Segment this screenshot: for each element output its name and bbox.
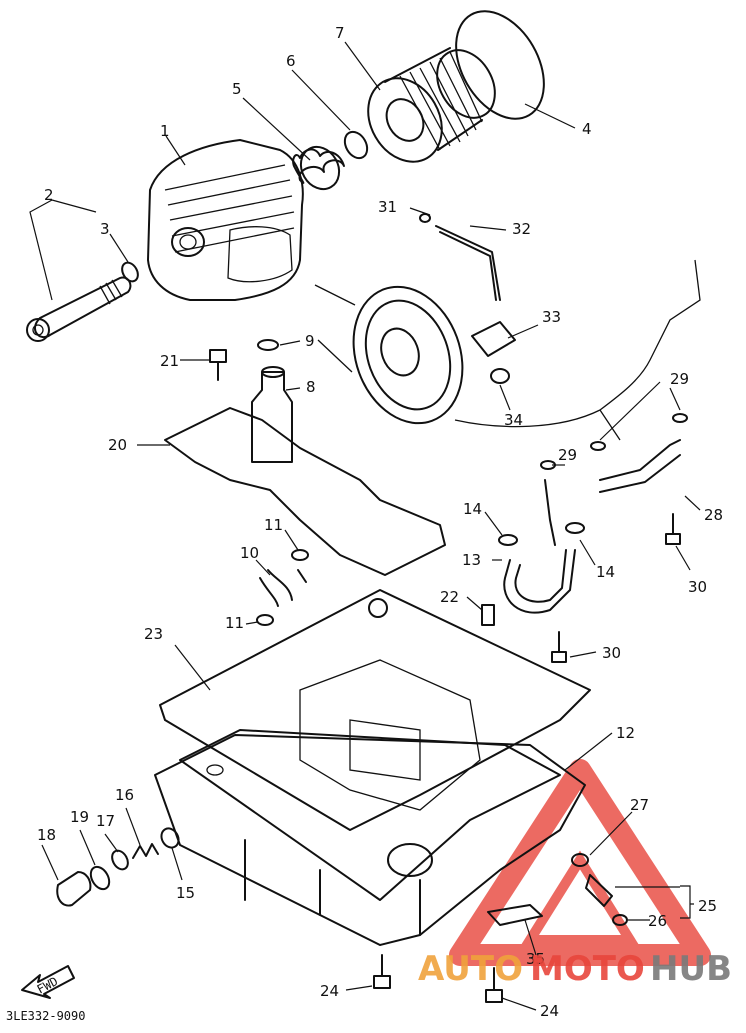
bolt-24b: [485, 967, 503, 1003]
o-ring-29b: [590, 441, 606, 451]
union-bolt: [26, 276, 132, 342]
damper-33: [471, 321, 516, 357]
callout-17: 17: [96, 812, 115, 830]
washer-6: [343, 130, 369, 160]
callout-16: 16: [115, 786, 134, 804]
oil-strainer: [314, 284, 464, 425]
callout-22: 22: [440, 588, 459, 606]
callout-35: 35: [526, 950, 545, 968]
oil-hose-10: [259, 569, 307, 607]
callout-33: 33: [542, 308, 561, 326]
o-ring-9: [257, 339, 279, 351]
bracket-35: [487, 904, 543, 926]
callout-26: 26: [648, 912, 667, 930]
spring: [292, 145, 345, 191]
watermark-part1: AUTO: [418, 949, 523, 989]
oil-pipe-32: [435, 225, 501, 301]
o-ring-31: [419, 213, 431, 223]
watermark-part3: HUB: [650, 949, 732, 989]
oil-pipe-13: [503, 549, 576, 614]
callout-8: 8: [306, 378, 316, 396]
callout-29b: 29: [558, 446, 577, 464]
bolt-21: [209, 349, 227, 381]
bolt-30a: [665, 513, 681, 545]
filter-15: [160, 827, 180, 849]
callout-27: 27: [630, 796, 649, 814]
callout-14b: 14: [596, 563, 615, 581]
oil-level-switch: [571, 853, 628, 926]
callout-9: 9: [305, 332, 315, 350]
oil-pipe-28: [544, 439, 681, 546]
callout-12: 12: [616, 724, 635, 742]
leader-lines: [29, 41, 701, 1011]
bolt-24a: [373, 954, 391, 989]
callout-6: 6: [286, 52, 296, 70]
callout-1: 1: [160, 122, 170, 140]
callout-4: 4: [582, 120, 592, 138]
gasket-20: [164, 407, 446, 576]
callout-31: 31: [378, 198, 397, 216]
drain-plug-18: [56, 871, 92, 907]
o-ring-11b: [256, 614, 274, 626]
watermark-logo: [449, 759, 711, 966]
oil-filter-element: [367, 47, 496, 163]
callout-34: 34: [504, 411, 523, 429]
bolt-30b: [551, 631, 567, 663]
callout-14a: 14: [463, 500, 482, 518]
watermark-text: AUTO MOTO HUB: [418, 949, 732, 989]
callout-11a: 11: [264, 516, 283, 534]
o-ring-3: [121, 261, 139, 283]
o-ring-14a: [498, 534, 518, 546]
callout-19: 19: [70, 808, 89, 826]
o-ring-14b: [565, 522, 585, 534]
callout-30b: 30: [602, 644, 621, 662]
oil-pan-gasket: [159, 589, 591, 831]
callout-24b: 24: [540, 1002, 559, 1020]
callout-20: 20: [108, 436, 127, 454]
callout-28: 28: [704, 506, 723, 524]
spring-16: [132, 843, 159, 859]
callout-7: 7: [335, 24, 345, 42]
callout-24a: 24: [320, 982, 339, 1000]
oil-filter-cover: [147, 139, 304, 301]
o-ring-11a: [291, 549, 309, 561]
callout-18: 18: [37, 826, 56, 844]
o-ring-17: [111, 849, 129, 871]
oil-pan: [154, 659, 586, 946]
o-ring-4: [455, 10, 545, 120]
callout-11b: 11: [225, 614, 244, 632]
drawing-code: 3LE332-9090: [6, 1009, 85, 1023]
callout-23: 23: [144, 625, 163, 643]
callout-21: 21: [160, 352, 179, 370]
dowel-22: [481, 604, 495, 626]
clip-34: [490, 368, 510, 384]
strainer-housing: [251, 366, 293, 463]
callout-25: 25: [698, 897, 717, 915]
callout-5: 5: [232, 80, 242, 98]
callout-13: 13: [462, 551, 481, 569]
callout-2: 2: [44, 186, 54, 204]
callout-3: 3: [100, 220, 110, 238]
callout-30a: 30: [688, 578, 707, 596]
callout-10: 10: [240, 544, 259, 562]
callout-labels: 1 2 3 4 5 6 7 8 9 10 11 11 12 13 14 14 1…: [37, 24, 723, 1020]
fwd-arrow-icon: [21, 965, 75, 999]
gasket-19: [89, 865, 111, 891]
callout-29a: 29: [670, 370, 689, 388]
callout-32: 32: [512, 220, 531, 238]
callout-15: 15: [176, 884, 195, 902]
crankcase-outline: [454, 259, 701, 441]
o-ring-29c: [672, 413, 688, 423]
watermark-part2: MOTO: [530, 949, 645, 989]
